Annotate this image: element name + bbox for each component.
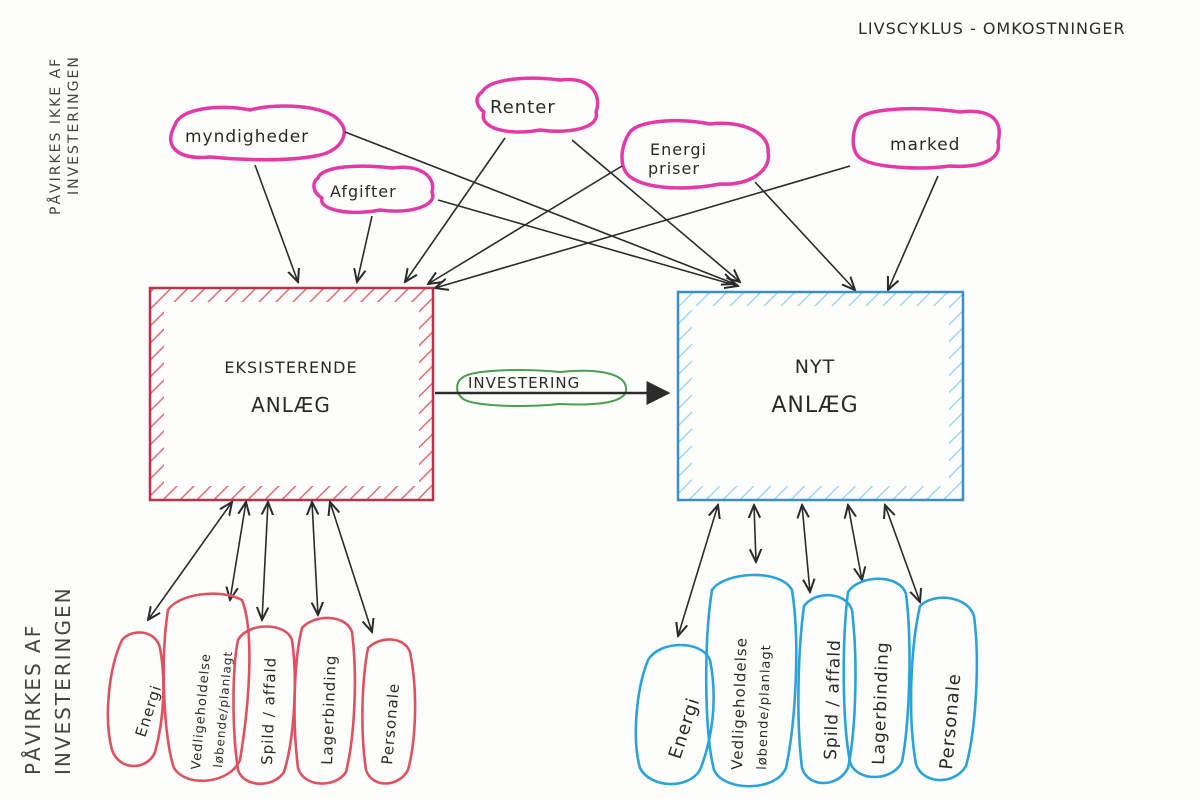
left-cost-spild: Spild / affald — [232, 625, 297, 785]
arrow-myndigheder-new — [344, 131, 735, 284]
right-cost-personale: Personale — [909, 596, 979, 782]
investment-label: INVESTERING — [468, 374, 580, 392]
right-cost-lager: Lagerbinding — [842, 577, 911, 779]
external-energi-priser: Energi priser — [620, 119, 771, 190]
left-cost-energi: Energi — [106, 631, 165, 768]
left-cost-personale-label: Personale — [378, 682, 403, 765]
diagram-title: LIVSCYKLUS - OMKOSTNINGER — [858, 19, 1126, 38]
right-cost-spild-label: Spild / affald — [821, 639, 845, 760]
new-plant-box: NYT ANLÆG — [676, 290, 965, 502]
arrow-marked-existing — [435, 165, 851, 288]
existing-plant-box: EKSISTERENDE ANLÆG — [148, 286, 435, 502]
arrow-afgifter-existing — [357, 215, 373, 282]
left-cost-lager-label: Lagerbinding — [318, 654, 340, 765]
new-plant-label-line-1: NYT — [795, 356, 835, 378]
right-cost-spild: Spild / affald — [797, 593, 857, 785]
arrow-renter-new — [571, 139, 740, 282]
left-cost-vedligehold-label-1: Vedligeholdelse — [189, 652, 214, 770]
external-renter: Renter — [475, 76, 600, 134]
left-cost-vedligehold-label-2: løbende/planlagt — [211, 650, 235, 768]
left-cost-lager: Lagerbinding — [293, 616, 357, 785]
arrow-left-personale — [330, 502, 372, 632]
external-arrows — [254, 131, 939, 290]
arrow-marked-new — [888, 175, 939, 290]
arrow-left-spild — [262, 502, 268, 620]
external-energi-label: Energi — [650, 140, 707, 159]
right-cost-personale-label: Personale — [936, 672, 965, 770]
arrow-right-spild — [802, 505, 810, 592]
bottom-side-label-line-2: INVESTERINGEN — [51, 586, 75, 775]
right-cost-arrows — [678, 505, 920, 636]
bottom-side-label: PÅVIRKES AF INVESTERINGEN — [21, 586, 75, 775]
left-cost-arrows — [148, 502, 372, 632]
existing-plant-label-line-1: EKSISTERENDE — [224, 358, 357, 377]
existing-plant-label-line-2: ANLÆG — [251, 393, 331, 417]
arrow-left-lager — [312, 502, 318, 615]
top-side-label-line-1: PÅVIRKES IKKE AF — [47, 57, 64, 215]
external-marked-label: marked — [890, 135, 960, 155]
arrow-left-energi — [148, 502, 232, 620]
top-side-label-line-2: INVESTERINGEN — [66, 55, 82, 195]
arrow-left-vedligehold — [230, 502, 246, 600]
external-renter-label: Renter — [490, 97, 556, 118]
external-marked: marked — [851, 106, 1001, 170]
left-cost-personale: Personale — [361, 638, 417, 785]
external-afgifter-label: Afgifter — [330, 182, 397, 201]
external-myndigheder: myndigheder — [168, 104, 346, 162]
arrow-renter-existing — [405, 137, 506, 282]
arrow-right-energi — [678, 505, 718, 636]
right-cost-vedligehold-label-2: løbende/planlagt — [755, 644, 774, 770]
arrow-myndigheder-existing — [254, 164, 298, 282]
top-side-label: PÅVIRKES IKKE AF INVESTERINGEN — [47, 55, 82, 215]
investment-arrow: INVESTERING — [435, 369, 671, 407]
arrow-energi-new — [754, 181, 855, 290]
bottom-side-label-line-1: PÅVIRKES AF — [21, 624, 45, 775]
arrow-right-personale — [885, 505, 920, 602]
left-cost-spild-label: Spild / affald — [258, 656, 280, 765]
arrow-right-vedligehold — [754, 505, 756, 562]
external-myndigheder-label: myndigheder — [185, 127, 309, 147]
right-cost-energi-label: Energi — [665, 695, 705, 762]
right-cost-energi: Energi — [634, 643, 715, 786]
arrow-energi-existing — [428, 165, 623, 284]
external-afgifter: Afgifter — [312, 164, 435, 215]
right-cost-vedligehold-label-1: Vedligeholdelse — [728, 637, 751, 770]
right-cost-vedligehold: Vedligeholdelse løbende/planlagt — [704, 573, 798, 788]
arrow-right-lager — [848, 505, 862, 580]
new-plant-label-line-2: ANLÆG — [771, 393, 858, 418]
external-priser-label: priser — [648, 159, 700, 178]
right-cost-lager-label: Lagerbinding — [869, 641, 893, 765]
